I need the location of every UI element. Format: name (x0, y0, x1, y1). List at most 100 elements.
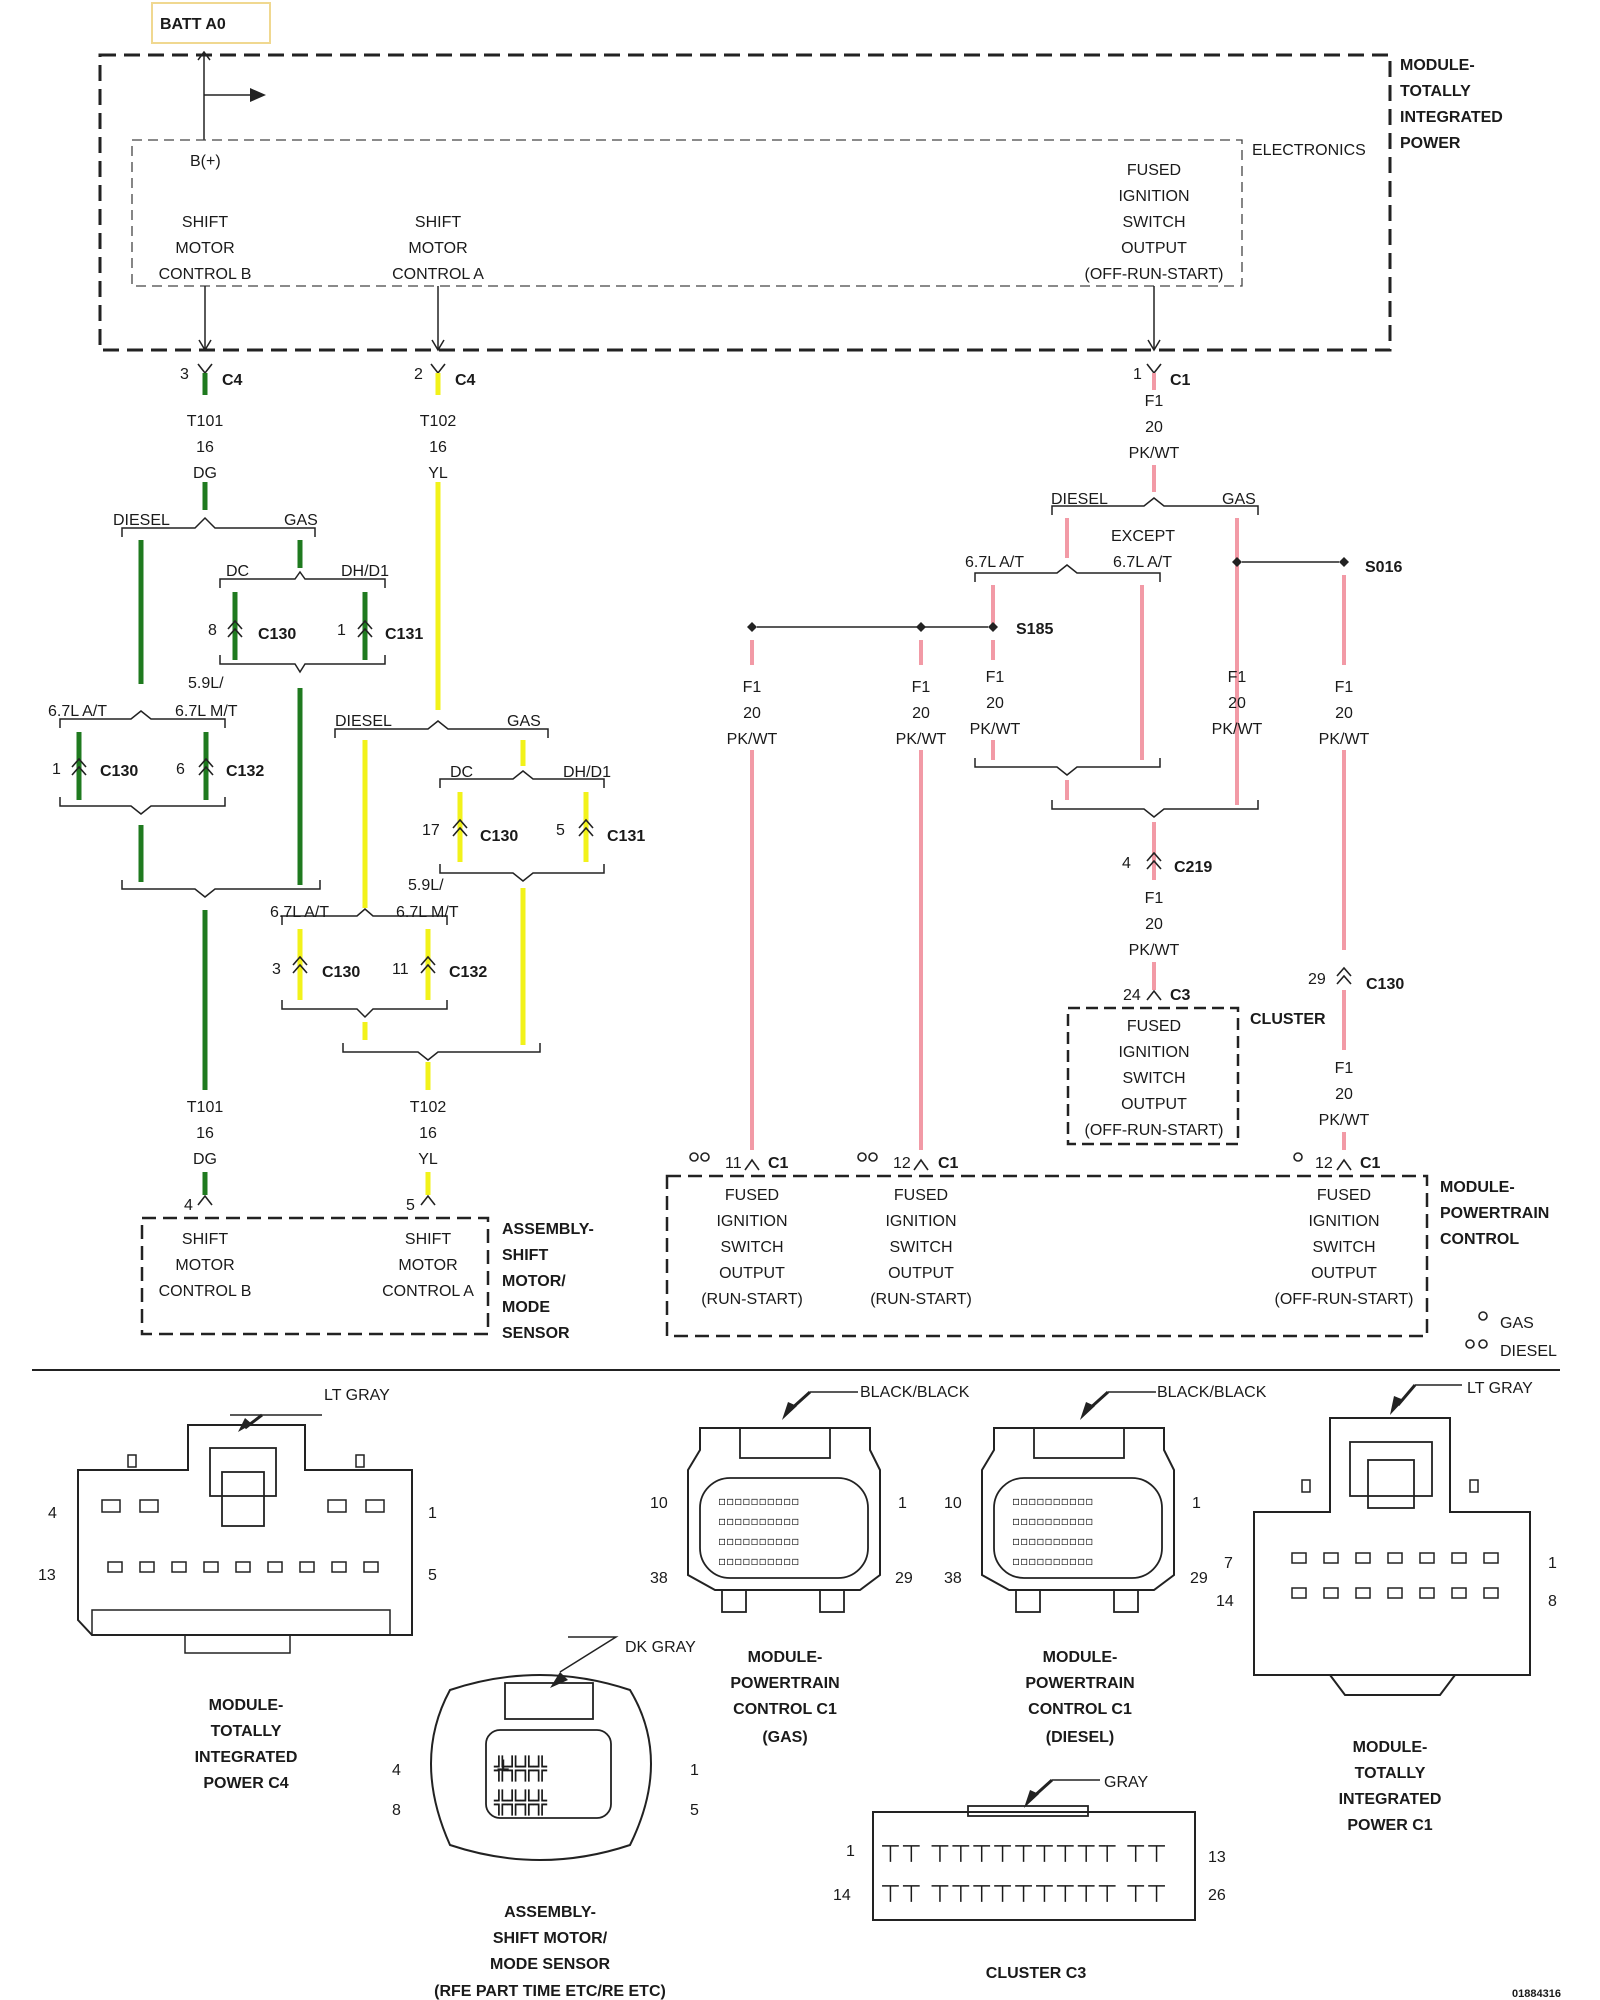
svg-text:CONTROL B: CONTROL B (159, 266, 252, 283)
svg-text:MOTOR: MOTOR (408, 240, 467, 257)
assembly-shift-motor: SHIFT MOTOR CONTROL B SHIFT MOTOR CONTRO… (140, 1216, 594, 1342)
svg-text:F1: F1 (1145, 393, 1164, 410)
svg-text:6: 6 (176, 761, 185, 778)
bplus-label: B(+) (190, 153, 221, 170)
assembly-title: ASSEMBLY- SHIFT MOTOR/ MODE SENSOR (502, 1221, 594, 1342)
svg-text:PK/WT: PK/WT (896, 731, 947, 748)
electronics-label: ELECTRONICS (1252, 142, 1366, 159)
connector-pcm-gas: BLACK/BLACK ▫▫▫▫▫▫▫▫▫▫ ▫▫▫▫▫▫▫▫▫▫ ▫▫▫▫▫▫… (650, 1384, 970, 1746)
svg-text:T101: T101 (187, 413, 224, 430)
svg-text:12: 12 (1315, 1155, 1333, 1172)
svg-text:8: 8 (1548, 1593, 1557, 1610)
svg-text:29: 29 (1308, 971, 1326, 988)
svg-text:5: 5 (406, 1197, 415, 1214)
svg-text:C132: C132 (449, 964, 487, 981)
svg-text:DIESEL: DIESEL (1051, 491, 1108, 508)
circuit-ignition: 1 C1 F1 20 PK/WT DIESEL GAS EXCEPT 6.7L … (727, 363, 1404, 1150)
svg-text:INTEGRATED: INTEGRATED (1400, 109, 1503, 126)
svg-text:C131: C131 (385, 626, 423, 643)
svg-text:OUTPUT: OUTPUT (1121, 1096, 1187, 1113)
svg-text:▫▫▫▫▫▫▫▫▫▫: ▫▫▫▫▫▫▫▫▫▫ (718, 1494, 799, 1508)
svg-text:GAS: GAS (507, 713, 541, 730)
svg-text:▫▫▫▫▫▫▫▫▫▫: ▫▫▫▫▫▫▫▫▫▫ (1012, 1534, 1093, 1548)
svg-text:CONTROL C1: CONTROL C1 (733, 1701, 837, 1718)
svg-text:MODE: MODE (502, 1299, 550, 1316)
svg-text:DC: DC (450, 764, 473, 781)
svg-text:DIESEL: DIESEL (1500, 1343, 1557, 1360)
svg-text:29: 29 (895, 1570, 913, 1587)
svg-text:20: 20 (1335, 1086, 1353, 1103)
svg-text:1: 1 (898, 1495, 907, 1512)
svg-text:8: 8 (392, 1802, 401, 1819)
svg-text:YL: YL (428, 465, 448, 482)
svg-text:4: 4 (184, 1197, 193, 1214)
document-id: 01884316 (1512, 1988, 1561, 2000)
circuit-t102: 2 C4 T102 16 YL DIESEL GAS DC DH/D1 17 C… (270, 363, 645, 1214)
svg-text:S185: S185 (1016, 621, 1053, 638)
svg-text:S016: S016 (1365, 559, 1402, 576)
svg-text:▫▫▫▫▫▫▫▫▫▫: ▫▫▫▫▫▫▫▫▫▫ (1012, 1514, 1093, 1528)
svg-text:C1: C1 (1360, 1155, 1381, 1172)
svg-text:IGNITION: IGNITION (1308, 1213, 1379, 1230)
svg-text:4: 4 (1122, 855, 1131, 872)
svg-text:13: 13 (38, 1567, 56, 1584)
svg-text:MODULE-: MODULE- (1353, 1739, 1428, 1756)
svg-text:GAS: GAS (1500, 1315, 1534, 1332)
svg-text:(RUN-START): (RUN-START) (701, 1291, 803, 1308)
svg-text:4: 4 (48, 1505, 57, 1522)
svg-text:FUSED: FUSED (1127, 162, 1181, 179)
svg-text:C131: C131 (607, 828, 645, 845)
svg-text:12: 12 (893, 1155, 911, 1172)
svg-text:38: 38 (944, 1570, 962, 1587)
svg-text:1: 1 (1192, 1495, 1201, 1512)
connector-cluster-c3: GRAY ⊤⊤ ⊤⊤⊤⊤⊤⊤⊤⊤⊤ ⊤⊤ ⊤⊤ ⊤⊤⊤⊤⊤⊤⊤⊤⊤ ⊤⊤ 1 1… (833, 1774, 1226, 1982)
svg-text:ASSEMBLY-: ASSEMBLY- (502, 1221, 594, 1238)
svg-text:INTEGRATED: INTEGRATED (195, 1749, 298, 1766)
svg-text:IGNITION: IGNITION (885, 1213, 956, 1230)
svg-text:TOTALLY: TOTALLY (1355, 1765, 1426, 1782)
tipm-title: MODULE- TOTALLY INTEGRATED POWER (1400, 57, 1503, 152)
svg-text:MOTOR: MOTOR (175, 1257, 234, 1274)
svg-text:CONTROL A: CONTROL A (392, 266, 484, 283)
cluster-label: CLUSTER (1250, 1011, 1326, 1028)
svg-text:C130: C130 (1366, 976, 1404, 993)
svg-text:⊤⊤ ⊤⊤⊤⊤⊤⊤⊤⊤⊤ ⊤⊤: ⊤⊤ ⊤⊤⊤⊤⊤⊤⊤⊤⊤ ⊤⊤ (880, 1880, 1167, 1908)
svg-text:C130: C130 (100, 763, 138, 780)
svg-text:(OFF-RUN-START): (OFF-RUN-START) (1085, 266, 1224, 283)
svg-text:▫▫▫▫▫▫▫▫▫▫: ▫▫▫▫▫▫▫▫▫▫ (718, 1514, 799, 1528)
svg-text:F1: F1 (743, 679, 762, 696)
svg-text:20: 20 (1145, 419, 1163, 436)
svg-text:CLUSTER C3: CLUSTER C3 (986, 1965, 1087, 1982)
svg-text:GAS: GAS (284, 512, 318, 529)
svg-text:POWER C4: POWER C4 (203, 1775, 288, 1792)
svg-text:PK/WT: PK/WT (1319, 1112, 1370, 1129)
svg-text:CONTROL B: CONTROL B (159, 1283, 252, 1300)
svg-text:▫▫▫▫▫▫▫▫▫▫: ▫▫▫▫▫▫▫▫▫▫ (1012, 1494, 1093, 1508)
svg-text:BLACK/BLACK: BLACK/BLACK (860, 1384, 970, 1401)
svg-text:SWITCH: SWITCH (889, 1239, 952, 1256)
svg-text:PK/WT: PK/WT (1129, 942, 1180, 959)
svg-text:(OFF-RUN-START): (OFF-RUN-START) (1275, 1291, 1414, 1308)
svg-text:SHIFT: SHIFT (182, 1231, 228, 1248)
svg-text:4: 4 (392, 1762, 401, 1779)
svg-text:F1: F1 (1335, 679, 1354, 696)
svg-text:20: 20 (1228, 695, 1246, 712)
svg-text:MODE SENSOR: MODE SENSOR (490, 1956, 610, 1973)
svg-text:PK/WT: PK/WT (727, 731, 778, 748)
svg-text:▫▫▫▫▫▫▫▫▫▫: ▫▫▫▫▫▫▫▫▫▫ (718, 1534, 799, 1548)
svg-text:5: 5 (690, 1802, 699, 1819)
svg-text:6.7L M/T: 6.7L M/T (175, 703, 238, 720)
svg-text:20: 20 (1145, 916, 1163, 933)
svg-text:6.7L A/T: 6.7L A/T (1113, 554, 1172, 571)
svg-text:POWERTRAIN: POWERTRAIN (730, 1675, 839, 1692)
svg-text:YL: YL (418, 1151, 438, 1168)
svg-text:1: 1 (337, 622, 346, 639)
svg-text:PK/WT: PK/WT (970, 721, 1021, 738)
svg-text:5: 5 (428, 1567, 437, 1584)
svg-text:11: 11 (392, 961, 409, 978)
svg-text:DG: DG (193, 465, 217, 482)
svg-text:MODULE-: MODULE- (209, 1697, 284, 1714)
svg-text:10: 10 (944, 1495, 962, 1512)
svg-text:SHIFT: SHIFT (405, 1231, 451, 1248)
svg-text:29: 29 (1190, 1570, 1208, 1587)
